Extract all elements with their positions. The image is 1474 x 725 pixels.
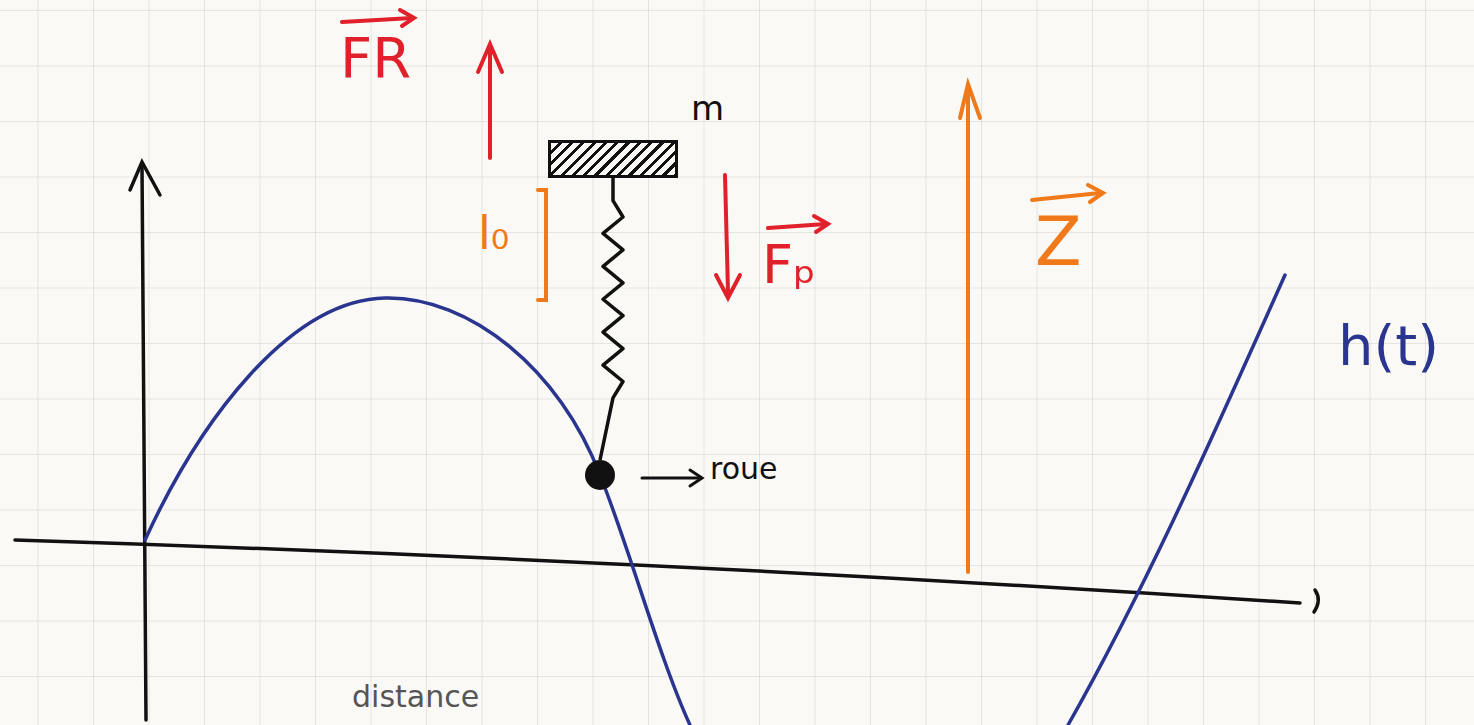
length-bracket: [538, 190, 546, 300]
force-arrow: [716, 175, 828, 298]
wheel-circle: roue: [585, 460, 615, 490]
length-label: l₀: [478, 210, 509, 256]
z-axis-arrow: [960, 84, 1103, 572]
function-label: h(t): [1338, 318, 1439, 374]
spring-line: [600, 178, 623, 460]
spring-connector: [600, 178, 623, 460]
axis-label: Z: [1035, 208, 1082, 276]
road-profile: [145, 275, 1285, 725]
wheel-label: roue: [710, 454, 778, 484]
mass-label: m: [691, 91, 724, 125]
pointer-arrow: [642, 470, 702, 486]
mass-block: m: [548, 140, 678, 178]
axes: [15, 162, 1318, 720]
axis-label: distance: [352, 682, 479, 712]
force-label: Fₚ: [762, 238, 816, 292]
force-label: FR: [340, 30, 411, 86]
